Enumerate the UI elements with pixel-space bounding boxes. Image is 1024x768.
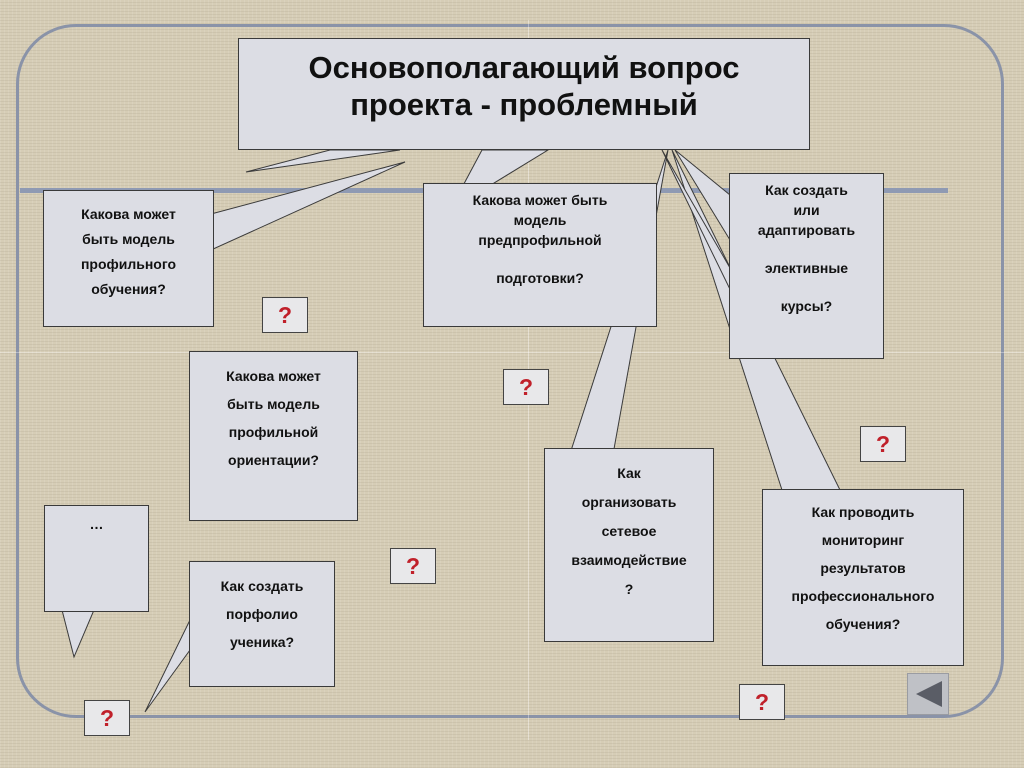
back-button[interactable] [907,673,949,715]
box-line: Как создать [220,578,304,594]
box-line: Какова может быть [472,192,608,208]
box-line: Какова может [81,206,176,222]
box-line: Как создать [765,182,848,198]
main-question-line-1: Основополагающий вопрос [308,50,740,85]
question-mark-4: ? [390,548,436,584]
box-line: Какова может [226,368,321,384]
box-line: Как проводить [811,504,915,520]
question-mark-6: ? [84,700,130,736]
main-tail-left-2 [210,161,406,251]
question-mark-5: ? [739,684,785,720]
box-line: модель [513,212,567,228]
box-line: обучения? [91,281,166,297]
main-question-box: Основополагающий вопрос проекта - пробле… [238,38,810,150]
box-line: профильной [228,424,319,440]
box-line: адаптировать [757,222,856,238]
box-line: ? [624,581,634,597]
box-line: взаимодействие [571,552,687,568]
ellipsis-tail [61,609,95,659]
question-mark-1: ? [262,297,308,333]
rounded-frame [16,24,1004,718]
box-line: или [793,202,820,218]
box-line: сетевое [601,523,657,539]
grid-line-horizontal [0,352,1024,353]
box-preprofile: Какова может быть модель предпрофильной … [423,183,657,327]
question-mark-2: ? [503,369,549,405]
box-portfolio: Как создать порфолио ученика? [189,561,335,687]
main-tail-left-1 [245,149,401,173]
box-line: элективные [764,260,849,276]
box-line: профессионального [791,588,935,604]
box-line: порфолио [226,606,298,622]
box-line: курсы? [780,298,833,314]
box-line: результатов [820,560,906,576]
box-line: обучения? [825,616,901,632]
main-question-line-2: проекта - проблемный [350,87,698,122]
box-line: … [89,516,104,532]
box-electives: Как создать или адаптировать элективные … [729,173,884,359]
question-mark-3: ? [860,426,906,462]
box-line: Как [617,465,641,481]
box-line: ученика? [229,634,295,650]
back-arrow-icon [916,681,942,707]
box-line: мониторинг [821,532,905,548]
box-line: быть модель [227,396,320,412]
box-monitoring: Как проводить мониторинг результатов про… [762,489,964,666]
box-ellipsis: … [44,505,149,612]
box-profile-training: Какова может быть модель профильного обу… [43,190,214,327]
box-network: Как организовать сетевое взаимодействие … [544,448,714,642]
portfolio-tail [144,619,191,713]
box-line: ориентации? [228,452,319,468]
box-line: предпрофильной [478,232,602,248]
box-line: профильного [80,256,177,272]
box-line: организовать [581,494,677,510]
box-line: подготовки? [496,270,584,286]
box-orientation: Какова может быть модель профильной орие… [189,351,358,521]
box-line: быть модель [82,231,175,247]
